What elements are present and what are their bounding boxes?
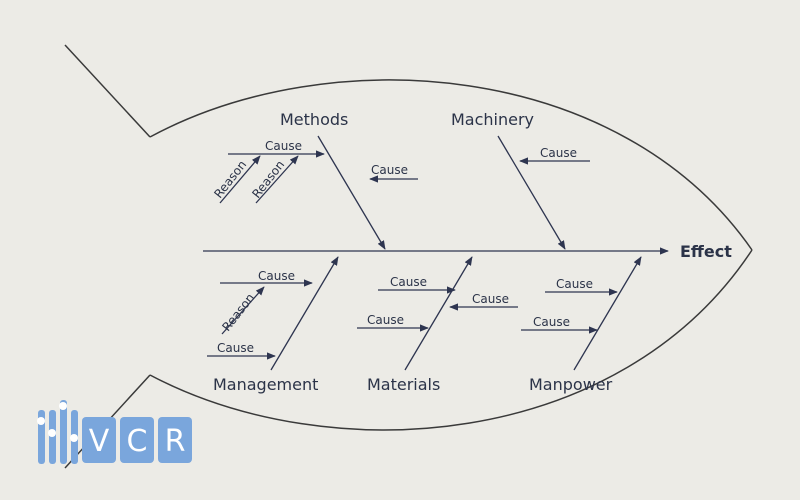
category-manpower: Manpower [529,375,613,394]
category-management: Management [213,375,318,394]
management-cause-label-2: Cause [217,341,254,355]
vcr-logo-letter-2: C [127,424,148,459]
management-reason-label: Reason [219,291,257,334]
manpower-cause-label-2: Cause [533,315,570,329]
management-cause-label-1: Cause [258,269,295,283]
methods-bone [317,135,386,250]
category-materials: Materials [367,375,440,394]
vcr-logo-mark-icon [37,400,78,464]
category-machinery: Machinery [451,110,534,129]
materials-cause-label-2: Cause [472,292,509,306]
category-methods: Methods [280,110,348,129]
methods-reason-arrow-2 [255,155,299,204]
methods-reason-label-1: Reason [211,158,249,201]
machinery-cause-label: Cause [540,146,577,160]
management-bone [270,256,339,371]
vcr-logo-box-1 [82,417,116,463]
materials-cause-label-1: Cause [390,275,427,289]
fish-tail-top [64,44,151,138]
methods-reason-label-2: Reason [249,158,287,201]
management-reason-arrow [221,286,265,335]
machinery-bone [497,135,566,250]
manpower-bone [573,256,642,371]
methods-cause-label-2: Cause [371,163,408,177]
effect-label: Effect [680,242,732,261]
methods-cause-label-1: Cause [265,139,302,153]
fish-outline-top [149,79,753,251]
manpower-cause-label-1: Cause [556,277,593,291]
vcr-logo-box-3 [158,417,192,463]
materials-cause-label-3: Cause [367,313,404,327]
materials-bone [404,256,473,371]
vcr-logo-letter-3: R [165,424,186,459]
methods-reason-arrow-1 [219,155,261,204]
vcr-logo: V C R [37,400,192,464]
vcr-logo-letter-1: V [89,424,110,459]
vcr-logo-box-2 [120,417,154,463]
fish-outline-bottom [149,249,753,431]
